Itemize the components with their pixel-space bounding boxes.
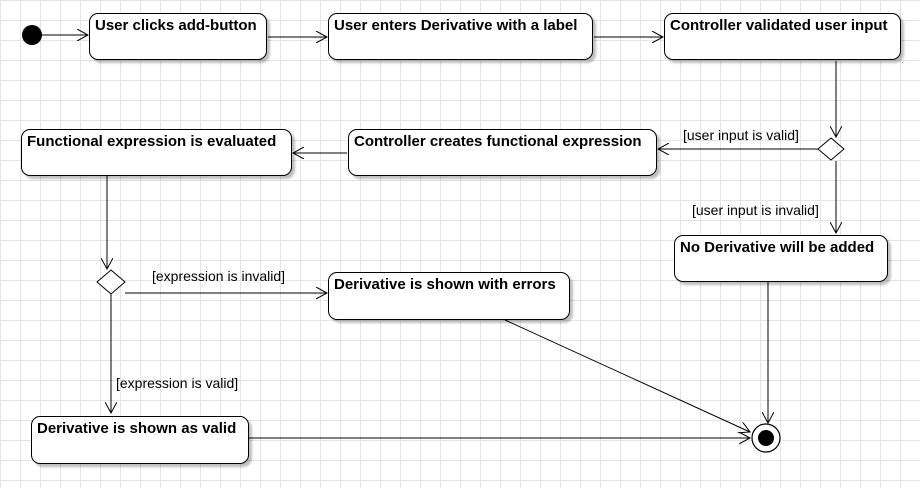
action-derivative-shown-valid: Derivative is shown as valid <box>31 416 249 464</box>
action-expression-evaluated: Functional expression is evaluated <box>21 129 292 176</box>
decision-node-expression <box>96 269 126 295</box>
guard-user-input-invalid: [user input is invalid] <box>692 202 819 218</box>
action-controller-validated-input: Controller validated user input <box>664 13 901 60</box>
action-user-enters-derivative: User enters Derivative with a label <box>328 13 593 60</box>
guard-user-input-valid: [user input is valid] <box>683 127 799 143</box>
final-node-inner <box>758 430 774 446</box>
guard-expression-invalid: [expression is invalid] <box>152 268 286 284</box>
decision-node-input <box>817 137 845 161</box>
action-user-clicks-add-button: User clicks add-button <box>89 13 267 60</box>
action-derivative-shown-with-errors: Derivative is shown with errors <box>328 272 570 320</box>
edge-a7-to-end <box>504 319 750 432</box>
guard-expression-valid: [expression is valid] <box>116 375 239 391</box>
action-controller-creates-expression: Controller creates functional expression <box>348 129 657 176</box>
action-no-derivative-added: No Derivative will be added <box>674 235 888 282</box>
initial-node <box>22 25 42 45</box>
